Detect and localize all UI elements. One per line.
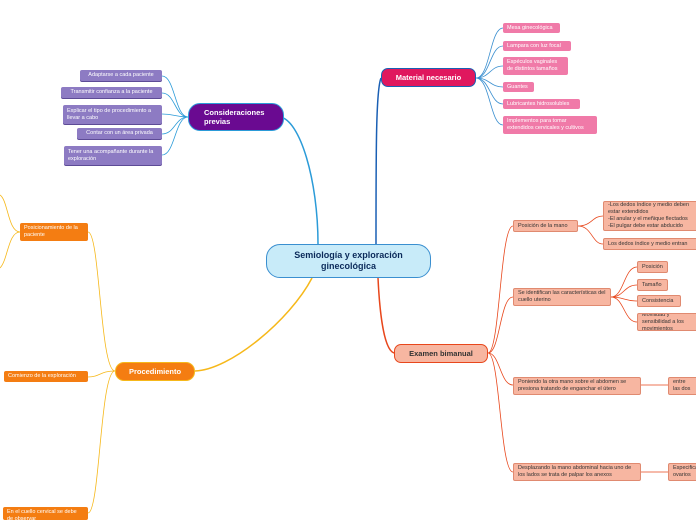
consideraciones-item[interactable]: Tener una acompañante durante la explora… bbox=[64, 146, 162, 165]
consideraciones-item[interactable]: Explicar el tipo de procedimiento a llev… bbox=[63, 105, 162, 124]
examen-subitem[interactable]: Especificar ovarios bbox=[668, 463, 696, 481]
examen-subitem[interactable]: Posición bbox=[637, 261, 668, 273]
examen-item[interactable]: Desplazando la mano abdominal hacia uno … bbox=[513, 463, 641, 481]
material-item[interactable]: Lampara con luz focal bbox=[503, 41, 571, 51]
procedimiento-item[interactable]: Comienzo de la exploración bbox=[4, 371, 88, 382]
branch-material[interactable]: Material necesario bbox=[381, 68, 476, 87]
branch-examen[interactable]: Examen bimanual bbox=[394, 344, 488, 363]
examen-subitem[interactable]: -Los dedos índice y medio deben estar ex… bbox=[603, 201, 696, 231]
branch-consideraciones[interactable]: Consideraciones previas bbox=[188, 103, 284, 131]
examen-item[interactable]: Posición de la mano bbox=[513, 220, 578, 232]
material-item[interactable]: Espéculos vaginales de distintos tamaños bbox=[503, 57, 568, 75]
examen-item[interactable]: Se identifican las características del c… bbox=[513, 288, 611, 306]
consideraciones-item[interactable]: Transmitir confianza a la paciente bbox=[61, 87, 162, 98]
branch-procedimiento[interactable]: Procedimiento bbox=[115, 362, 195, 381]
examen-subitem[interactable]: Movilidad y sensibilidad a los movimient… bbox=[637, 313, 696, 331]
material-item[interactable]: Implementos para tomar extendidos cervic… bbox=[503, 116, 597, 134]
procedimiento-item[interactable]: Posicionamiento de la paciente bbox=[20, 223, 88, 241]
examen-subitem[interactable]: Tamaño bbox=[637, 279, 668, 291]
examen-item[interactable]: Poniendo la otra mano sobre el abdomen s… bbox=[513, 377, 641, 395]
material-item[interactable]: Lubricantes hidrosolubles bbox=[503, 99, 580, 109]
consideraciones-item[interactable]: Contar con un área privada bbox=[77, 128, 162, 139]
examen-subitem[interactable]: Los dedos índice y medio entran bbox=[603, 238, 696, 250]
consideraciones-item[interactable]: Adaptarse a cada paciente bbox=[80, 70, 162, 81]
examen-subitem[interactable]: Consistencia bbox=[637, 295, 681, 307]
procedimiento-item[interactable]: En el cuello cervical se debe de observa… bbox=[3, 507, 88, 520]
material-item[interactable]: Guantes bbox=[503, 82, 534, 92]
central-topic[interactable]: Semiología y exploración ginecológica bbox=[266, 244, 431, 278]
material-item[interactable]: Mesa ginecológica bbox=[503, 23, 560, 33]
